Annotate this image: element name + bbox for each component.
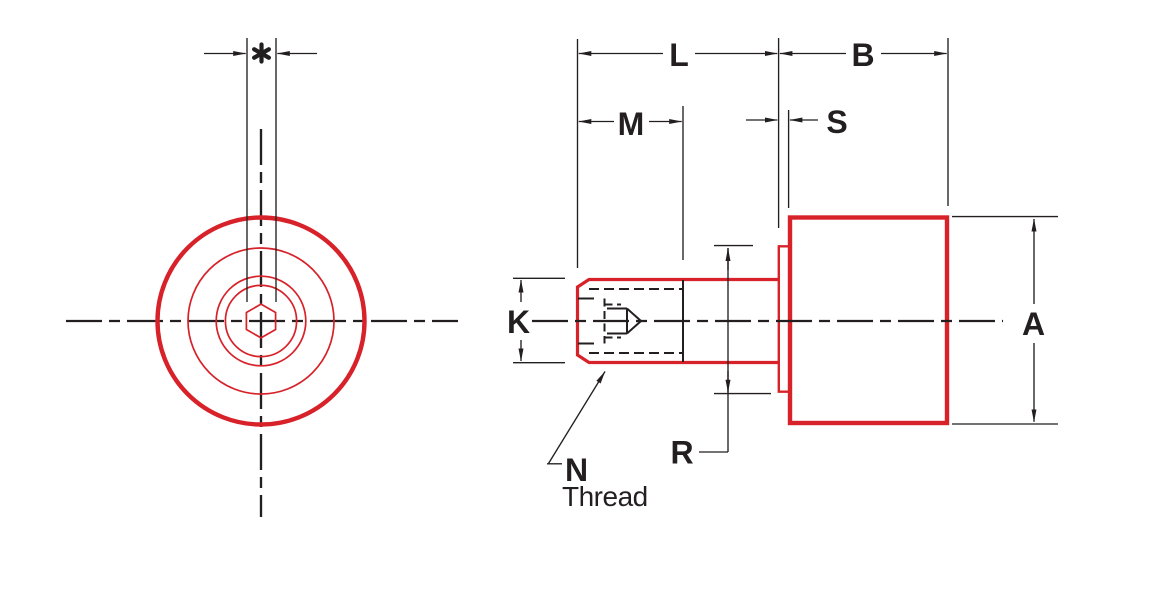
dim-M: M <box>578 106 683 142</box>
thread-major-circle <box>215 275 307 367</box>
dim-K: K <box>507 277 565 364</box>
extension-lines <box>576 38 949 268</box>
leader-line <box>547 371 606 464</box>
thread-letter-label: N <box>565 452 588 488</box>
dim-A: A <box>952 215 1058 425</box>
thread-caption-label: Thread <box>562 481 648 512</box>
flange-circle <box>187 247 335 395</box>
dim-R: R <box>670 244 771 471</box>
dim-M-label: M <box>618 106 645 142</box>
side-view: L B M S K <box>507 37 1058 512</box>
head-outline-circle <box>155 215 367 427</box>
dim-B-label: B <box>851 37 874 73</box>
dim-S: S <box>746 104 848 140</box>
dim-B: B <box>779 37 948 73</box>
dim-L-label: L <box>669 37 689 73</box>
dim-A-label: A <box>1022 306 1045 342</box>
dim-L: L <box>578 37 778 73</box>
dim-K-label: K <box>507 304 530 340</box>
thread-callout: N Thread <box>547 371 648 512</box>
hex-socket <box>245 303 277 339</box>
dim-asterisk <box>204 38 317 302</box>
thread-minor-circle <box>224 284 298 358</box>
dim-S-label: S <box>826 104 847 140</box>
front-view <box>66 38 458 517</box>
dim-R-label: R <box>670 435 693 471</box>
flange-outline <box>777 245 790 393</box>
asterisk-icon <box>252 42 271 64</box>
